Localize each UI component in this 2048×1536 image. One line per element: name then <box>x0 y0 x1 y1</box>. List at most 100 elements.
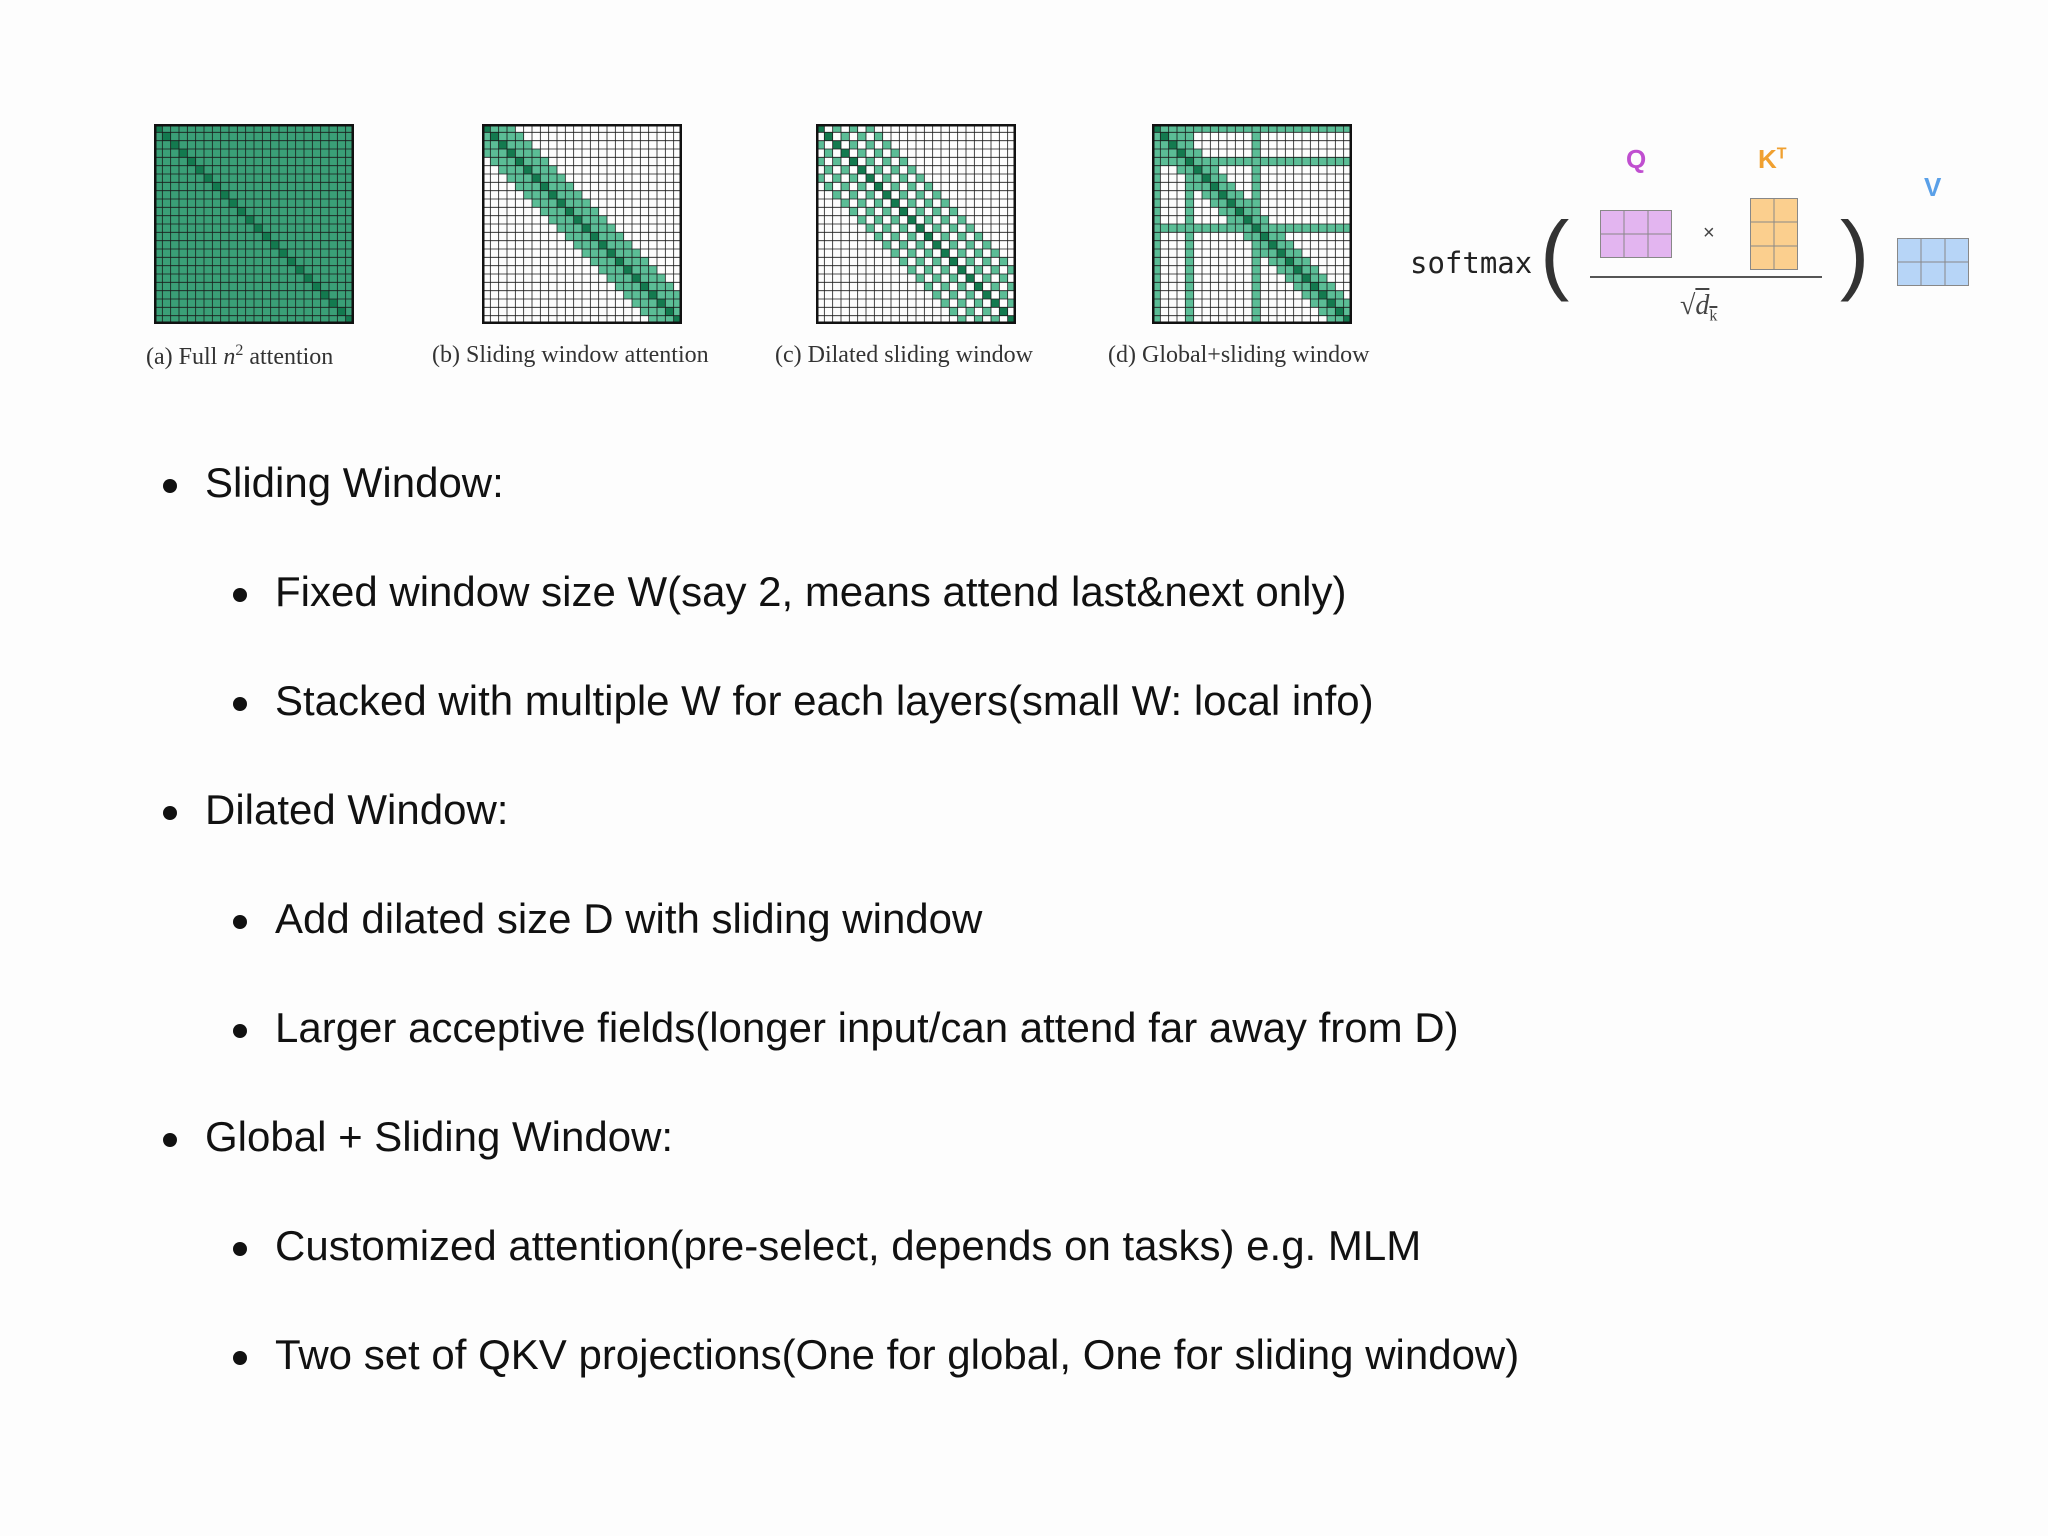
matrix-cell <box>540 207 549 216</box>
matrix-cell <box>598 224 607 233</box>
matrix-cell <box>204 140 213 149</box>
matrix-cell <box>665 282 674 291</box>
matrix-cell <box>345 265 354 274</box>
matrix-cell <box>254 315 263 324</box>
matrix-cell <box>548 182 557 191</box>
matrix-cell <box>565 232 574 241</box>
matrix-cell <box>187 307 196 316</box>
matrix-cell <box>154 307 163 316</box>
matrix-cell <box>1260 215 1269 224</box>
matrix-cell <box>1202 124 1211 133</box>
matrix-cell <box>1285 157 1294 166</box>
matrix-cell <box>916 240 925 249</box>
matrix-cell <box>270 132 279 141</box>
matrix-cell <box>237 165 246 174</box>
matrix-cell <box>320 199 329 208</box>
bullet-dot <box>233 697 247 711</box>
matrix-cell <box>540 182 549 191</box>
matrix-cell <box>1152 257 1161 266</box>
matrix-cell <box>329 124 338 133</box>
matrix-cell <box>312 174 321 183</box>
matrix-cell <box>916 190 925 199</box>
matrix-cell <box>329 315 338 324</box>
matrix-cell <box>615 274 624 283</box>
matrix-cell <box>1293 265 1302 274</box>
matrix-cell <box>312 124 321 133</box>
matrix-cell <box>590 249 599 258</box>
matrix-cell <box>262 124 271 133</box>
matrix-cell <box>1260 232 1269 241</box>
matrix-cell <box>657 290 666 299</box>
matrix-cell <box>337 282 346 291</box>
matrix-cell <box>882 174 891 183</box>
matrix-cell <box>320 299 329 308</box>
matrix-cell <box>874 149 883 158</box>
matrix-cell <box>1185 249 1194 258</box>
matrix-cell <box>1152 157 1161 166</box>
matrix-cell <box>907 165 916 174</box>
matrix-cell <box>179 240 188 249</box>
matrix-cell <box>304 157 313 166</box>
bullet-dot <box>233 588 247 602</box>
matrix-cell <box>849 174 858 183</box>
matrix-cell <box>507 132 516 141</box>
matrix-cell <box>1185 299 1194 308</box>
matrix-cell <box>1252 224 1261 233</box>
matrix-cell <box>573 232 582 241</box>
matrix-cell <box>648 315 657 324</box>
matrix-cell <box>1152 190 1161 199</box>
matrix-cell <box>304 190 313 199</box>
matrix-cell <box>1210 124 1219 133</box>
matrix-cell <box>187 190 196 199</box>
matrix-cell <box>337 274 346 283</box>
matrix-cell <box>270 282 279 291</box>
matrix-cell <box>237 249 246 258</box>
matrix-cell <box>279 199 288 208</box>
matrix-cell <box>212 124 221 133</box>
matrix-cell <box>966 307 975 316</box>
matrix-cell <box>891 149 900 158</box>
matrix-cell <box>882 224 891 233</box>
matrix-cell <box>924 215 933 224</box>
matrix-cell <box>295 199 304 208</box>
matrix-cell <box>532 157 541 166</box>
matrix-cell <box>1152 124 1161 133</box>
matrix-cell <box>204 165 213 174</box>
matrix-cell <box>507 124 516 133</box>
matrix-cell <box>949 207 958 216</box>
matrix-cell <box>287 240 296 249</box>
matrix-cell <box>1152 174 1161 183</box>
matrix-cell <box>1252 149 1261 158</box>
matrix-cell <box>195 274 204 283</box>
matrix-cell <box>204 157 213 166</box>
matrix-cell <box>179 282 188 291</box>
matrix-cell <box>245 224 254 233</box>
matrix-cell <box>329 265 338 274</box>
matrix-cell <box>1152 274 1161 283</box>
matrix-cell <box>982 240 991 249</box>
matrix-cell <box>220 190 229 199</box>
matrix-cell <box>1152 215 1161 224</box>
matrix-cell <box>1202 157 1211 166</box>
matrix-cell <box>1252 290 1261 299</box>
matrix-cell <box>482 132 491 141</box>
matrix-cell <box>262 140 271 149</box>
matrix-cell <box>1177 132 1186 141</box>
matrix-cell <box>1285 249 1294 258</box>
matrix-cell <box>179 274 188 283</box>
matrix-cell <box>304 232 313 241</box>
matrix-cell <box>982 257 991 266</box>
matrix-cell <box>337 265 346 274</box>
matrix-cell <box>482 124 491 133</box>
matrix-cell <box>295 215 304 224</box>
matrix-cell <box>212 182 221 191</box>
matrix-cell <box>254 215 263 224</box>
k-transpose: T <box>1776 145 1787 163</box>
matrix-cell <box>532 182 541 191</box>
matrix-cell <box>957 265 966 274</box>
matrix-cell <box>212 215 221 224</box>
matrix-cell <box>1327 282 1336 291</box>
matrix-cell <box>623 290 632 299</box>
matrix-cell <box>507 174 516 183</box>
matrix-cell <box>1327 124 1336 133</box>
